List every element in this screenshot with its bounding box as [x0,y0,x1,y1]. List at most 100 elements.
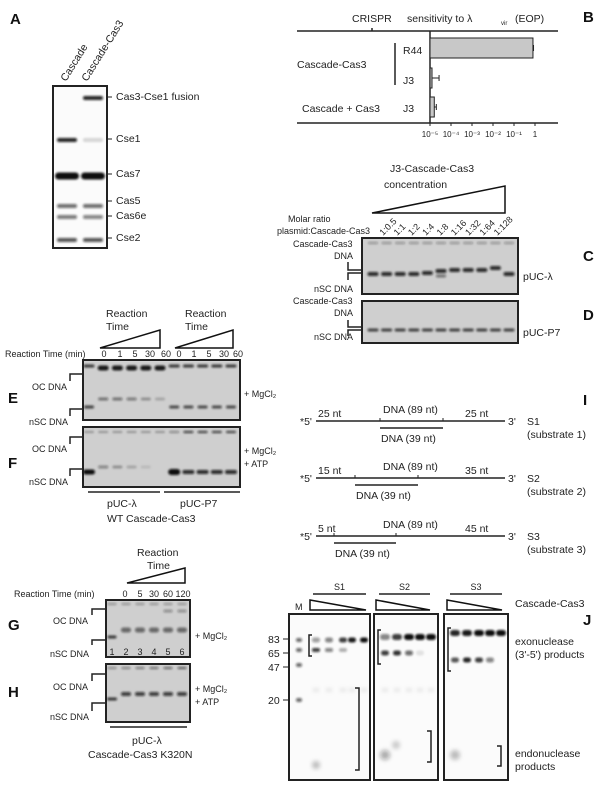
gel-band [503,272,515,276]
three-prime-label: 3' [508,473,516,485]
h-oc: OC DNA [53,682,88,692]
gel-band [312,648,320,652]
gel-band [169,431,180,433]
gel-band [504,242,514,244]
time-label: 1 [117,349,122,359]
gel-band [475,657,483,663]
c-nsc-label: nSC DNA [314,284,353,294]
gel-band [126,397,137,401]
sds-page-gel [52,85,108,249]
gel-band [149,603,159,605]
gel-band [381,650,389,656]
gel-band [83,138,103,142]
gel-band [121,627,131,633]
gel-f [82,426,241,488]
gel-band [451,657,459,663]
gh-protein: Cascade-Cas3 K320N [88,749,192,761]
gel-band [121,603,131,605]
c-top-label: Cascade-Cas3 [293,239,353,249]
gel-band [210,470,223,474]
gel-band [490,242,501,244]
exo-bracket [377,629,381,665]
substrate-desc: (substrate 3) [527,544,586,556]
e-oc: OC DNA [32,382,67,392]
gel-band [211,364,223,368]
size-marker-label: 83 [268,634,280,646]
gel-band [296,698,302,702]
gel-band [57,215,77,219]
gel-band [394,328,406,332]
gel-band [83,215,103,219]
substrate-desc: (substrate 1) [527,429,586,441]
e-time-label: Reaction Time (min) [5,349,86,359]
f-nsc: nSC DNA [29,477,68,487]
panel-label-c: C [583,248,594,265]
col-unit: (EOP) [515,13,544,25]
panel-label-g: G [8,617,20,634]
gel-band [149,627,159,633]
gel-band [326,688,332,692]
gel-band [405,650,413,656]
gel-band [211,431,222,433]
time-label: 30 [145,349,155,359]
gel-band [368,242,378,244]
gel-band [140,397,151,401]
ratio-label: 1:8 [435,221,451,237]
gel-band [126,431,137,433]
gel-band [149,692,159,696]
left-flank-label: 25 nt [318,408,341,420]
gel-band [360,637,368,643]
band-label: Cas3-Cse1 fusion [116,91,200,103]
gel-band [339,637,347,643]
group-label: S2 [399,582,410,592]
d-top-label: Cascade-Cas3 [293,296,353,306]
d-nsc-label: nSC DNA [314,332,353,342]
substrate-name: S3 [527,531,540,543]
gel-band [408,328,420,332]
x-tick-label: 10⁻² [485,130,501,139]
left-flank-label: 5 nt [318,523,336,535]
e-header-2: Time [106,321,129,333]
endo-bracket [355,687,360,771]
endo-label-1: endonuclease [515,748,581,760]
ratio-label: 1:2 [406,221,422,237]
f-cond-1: + MgCl₂ [244,446,277,456]
panel-label-b: B [583,9,594,26]
gel-band [182,470,195,474]
gel-band [55,172,79,180]
gel-band [296,638,302,642]
row-r44: R44 [403,45,422,57]
gel-band [435,269,447,273]
gel-band [340,688,346,692]
ratio-label: 1:4 [420,221,436,237]
exo-bracket [447,627,451,672]
gel-band [112,465,123,469]
lane-number: 4 [151,647,156,657]
gel-band [107,635,117,639]
right-flank-label: 25 nt [465,408,488,420]
e-header-3: Reaction [185,308,227,320]
gel-band [121,692,131,696]
gel-band [496,630,506,636]
panel-label-i: I [583,392,587,409]
h-nsc: nSC DNA [50,712,89,722]
concentration-wedge [309,599,367,611]
gel-band [196,470,209,474]
gel-band [225,364,237,368]
gel-band [489,266,501,270]
gel-band [450,750,460,760]
comp-length-label: DNA (39 nt) [335,548,390,560]
gel-band [485,630,495,636]
gel-band [394,688,400,692]
g-cond: + MgCl₂ [195,631,228,641]
marker-lane-label: M [295,602,303,612]
gel-band [428,688,434,692]
gel-band [367,328,379,332]
gel-band [163,627,173,633]
gel-band [97,365,109,371]
endo-bracket [427,730,432,763]
gel-band [415,634,425,640]
gel-band [463,657,471,663]
band-label: Cas5 [116,195,141,207]
gel-band [408,272,420,276]
